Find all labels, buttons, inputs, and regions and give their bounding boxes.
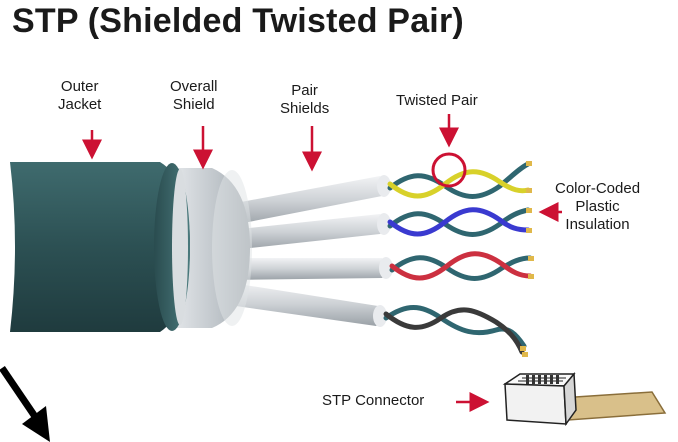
twisted-pair-4 [383,305,527,355]
overall-shield-face [212,170,252,326]
pair-shield-tube-1 [225,176,387,226]
pair-shields-label: Pair Shields [280,82,329,118]
jacket-rim-shield [172,169,188,325]
insulation-label-line1: Color-Coded [555,180,641,197]
pair-shields-label-line1: Pair [291,82,318,99]
pair-shield-end-3 [379,257,393,279]
twisted-pair-highlight-circle [431,152,467,188]
overall-shield-label: Overall Shield [170,78,218,114]
overall-shield-label-line2: Shield [172,96,215,113]
pair-shield-end-2 [377,213,391,235]
outer-jacket-label: Outer Jacket [58,78,101,114]
outer-jacket [10,162,190,332]
stp-connector [502,372,667,427]
pair-shield-tube-3 [230,258,388,280]
outer-jacket-label-line2: Jacket [58,96,102,113]
pair-shields-label-line2: Shields [280,100,330,117]
pair-shield-tube-4 [222,282,383,326]
twisted-pair-1 [387,161,531,199]
pair-shield-tube-2 [230,214,386,250]
twisted-pair-label: Twisted Pair [396,92,478,109]
wire-tips [520,161,534,357]
overall-shield-label-line1: Overall [170,78,218,95]
diagram-title: STP (Shielded Twisted Pair) [12,2,464,40]
black-arrow-icon [0,366,50,442]
outer-jacket-label-line1: Outer [60,78,99,95]
connector-label: STP Connector [322,392,425,409]
pair-shield-end-4 [373,305,387,327]
twisted-pair-2 [387,207,531,237]
pair-shield-end-1 [377,175,391,197]
insulation-label-line3: Insulation [565,216,630,233]
insulation-label: Color-Coded Plastic Insulation [555,180,640,234]
twisted-pair-3 [389,251,533,281]
insulation-label-line2: Plastic [575,198,620,215]
